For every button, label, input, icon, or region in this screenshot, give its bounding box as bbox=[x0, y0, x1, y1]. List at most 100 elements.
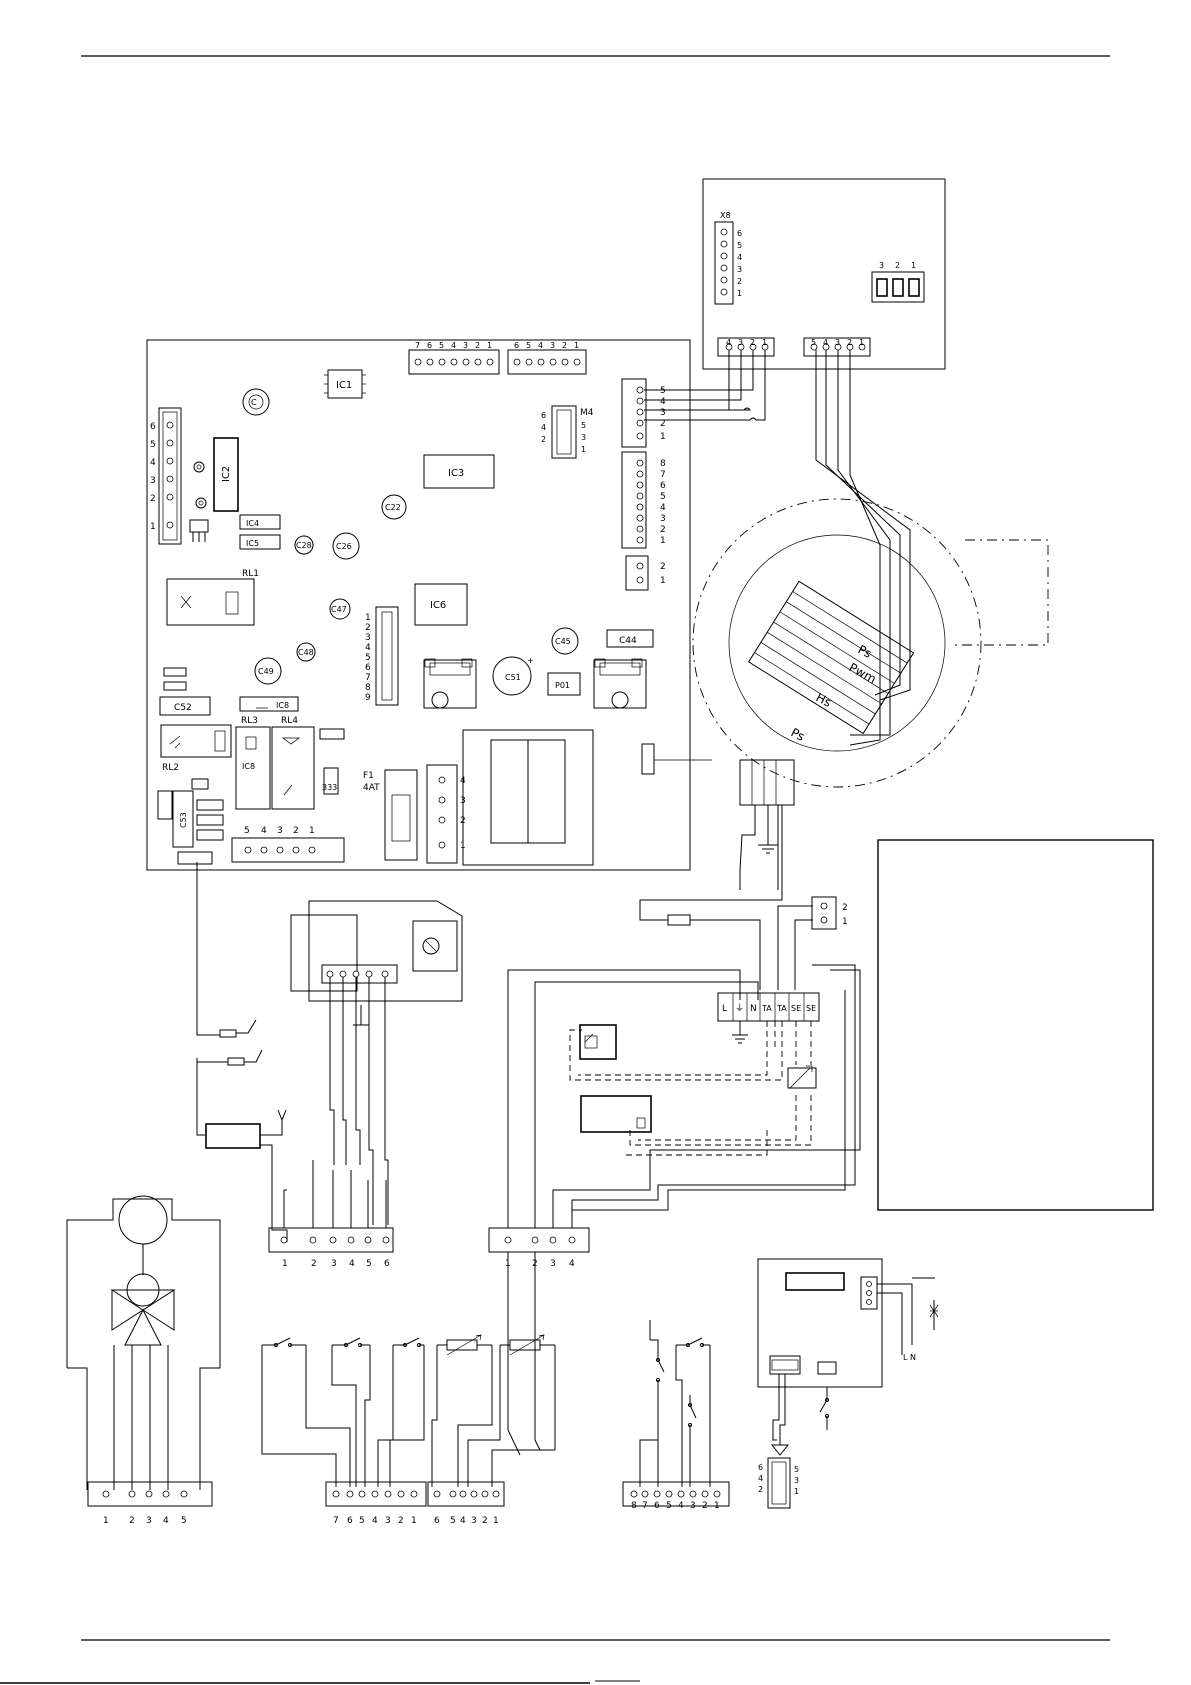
svg-text:3: 3 bbox=[463, 341, 468, 350]
svg-text:4: 4 bbox=[163, 1516, 169, 1526]
svg-text:8: 8 bbox=[660, 459, 666, 469]
svg-text:1: 1 bbox=[411, 1516, 417, 1526]
svg-text:3: 3 bbox=[331, 1259, 337, 1269]
svg-text:5: 5 bbox=[359, 1516, 365, 1526]
board-connector-right-8: 87 65 43 21 bbox=[621, 451, 666, 549]
svg-text:6: 6 bbox=[541, 411, 546, 420]
svg-text:TA: TA bbox=[776, 1004, 787, 1013]
svg-text:2: 2 bbox=[702, 1501, 708, 1511]
remote-interface-module: L N bbox=[757, 1258, 939, 1456]
svg-text:6: 6 bbox=[737, 229, 742, 238]
svg-text:1: 1 bbox=[859, 338, 864, 347]
svg-text:4: 4 bbox=[460, 1516, 466, 1526]
svg-text:2: 2 bbox=[365, 623, 371, 633]
svg-text:1: 1 bbox=[103, 1516, 109, 1526]
svg-text:1: 1 bbox=[660, 432, 666, 442]
svg-text:1: 1 bbox=[365, 613, 371, 623]
svg-text:2: 2 bbox=[293, 826, 299, 836]
svg-text:4: 4 bbox=[451, 341, 456, 350]
svg-text:N: N bbox=[750, 1004, 757, 1014]
c26-label: C26 bbox=[336, 542, 352, 551]
svg-text:4: 4 bbox=[460, 776, 466, 786]
svg-text:5: 5 bbox=[526, 341, 531, 350]
m4-connector: M4 642 531 bbox=[541, 405, 594, 459]
svg-text:7: 7 bbox=[642, 1501, 648, 1511]
svg-text:1: 1 bbox=[660, 536, 666, 546]
svg-text:1: 1 bbox=[282, 1259, 288, 1269]
supply-label: L N bbox=[903, 1353, 916, 1362]
svg-text:L: L bbox=[722, 1004, 727, 1014]
svg-text:M4: M4 bbox=[580, 408, 594, 418]
wires-left bbox=[196, 862, 389, 1225]
svg-text:333: 333 bbox=[322, 783, 337, 792]
fuse-f1: F1 4AT bbox=[363, 769, 418, 861]
svg-text:3: 3 bbox=[146, 1516, 152, 1526]
svg-text:7: 7 bbox=[660, 470, 666, 480]
svg-text:RL4: RL4 bbox=[281, 716, 298, 726]
svg-text:3: 3 bbox=[550, 341, 555, 350]
regulator-left bbox=[423, 658, 477, 709]
svg-text:3: 3 bbox=[690, 1501, 696, 1511]
svg-text:5: 5 bbox=[666, 1501, 672, 1511]
svg-text:2: 2 bbox=[750, 338, 755, 347]
svg-text:6: 6 bbox=[514, 341, 519, 350]
svg-text:3: 3 bbox=[550, 1259, 556, 1269]
svg-text:2: 2 bbox=[758, 1485, 763, 1494]
svg-text:1: 1 bbox=[762, 338, 767, 347]
svg-text:5: 5 bbox=[581, 421, 586, 430]
svg-text:7: 7 bbox=[415, 341, 420, 350]
svg-text:5: 5 bbox=[450, 1516, 456, 1526]
svg-text:1: 1 bbox=[737, 289, 742, 298]
svg-text:4: 4 bbox=[660, 397, 666, 407]
svg-text:⏚: ⏚ bbox=[735, 1003, 744, 1014]
svg-text:5: 5 bbox=[794, 1465, 799, 1474]
svg-text:3: 3 bbox=[365, 633, 371, 643]
svg-text:6: 6 bbox=[660, 481, 666, 491]
ic5-label: IC5 bbox=[246, 539, 259, 548]
pin-label: 6 bbox=[150, 422, 156, 432]
svg-text:TA: TA bbox=[761, 1004, 772, 1013]
selector-device bbox=[290, 900, 463, 1026]
pin-label: 5 bbox=[150, 440, 156, 450]
svg-text:3: 3 bbox=[879, 261, 884, 270]
transistor bbox=[189, 519, 209, 542]
svg-text:2: 2 bbox=[398, 1516, 404, 1526]
external-control-wiring bbox=[569, 1021, 812, 1156]
c49-label: C49 bbox=[258, 667, 274, 676]
fan-label-ps: Ps bbox=[856, 642, 874, 661]
svg-text:1: 1 bbox=[309, 826, 315, 836]
svg-text:4: 4 bbox=[678, 1501, 684, 1511]
board-connector-right-5: 54 321 bbox=[621, 378, 666, 448]
svg-text:3: 3 bbox=[738, 338, 743, 347]
svg-text:IC8: IC8 bbox=[242, 762, 255, 771]
svg-text:1: 1 bbox=[487, 341, 492, 350]
svg-text:1: 1 bbox=[714, 1501, 720, 1511]
svg-text:3: 3 bbox=[737, 265, 742, 274]
board-connector-9: 12 34 56 78 9 bbox=[365, 606, 399, 706]
svg-text:RL1: RL1 bbox=[242, 569, 259, 579]
svg-text:3: 3 bbox=[660, 514, 666, 524]
svg-text:2: 2 bbox=[895, 261, 900, 270]
board-connector-right-2: 21 bbox=[625, 555, 666, 591]
main-control-board: 6 5 4 3 2 1 IC2 C IC1 bbox=[146, 339, 712, 871]
svg-text:1: 1 bbox=[842, 917, 848, 927]
c22-label: C22 bbox=[385, 503, 401, 512]
pin-label: 4 bbox=[150, 458, 156, 468]
svg-text:5: 5 bbox=[660, 386, 666, 396]
svg-text:4: 4 bbox=[541, 423, 546, 432]
svg-text:2: 2 bbox=[482, 1516, 488, 1526]
dip-switch[interactable]: 3 2 1 bbox=[871, 261, 925, 303]
relay-rl4: RL4 bbox=[271, 716, 315, 810]
board-connector-left: 6 5 4 3 2 1 bbox=[150, 407, 182, 545]
svg-text:5: 5 bbox=[439, 341, 444, 350]
regulator-right bbox=[593, 658, 647, 709]
svg-text:6: 6 bbox=[384, 1259, 390, 1269]
svg-text:2: 2 bbox=[129, 1516, 135, 1526]
svg-text:4: 4 bbox=[823, 338, 828, 347]
flow-sensor bbox=[205, 1123, 261, 1149]
